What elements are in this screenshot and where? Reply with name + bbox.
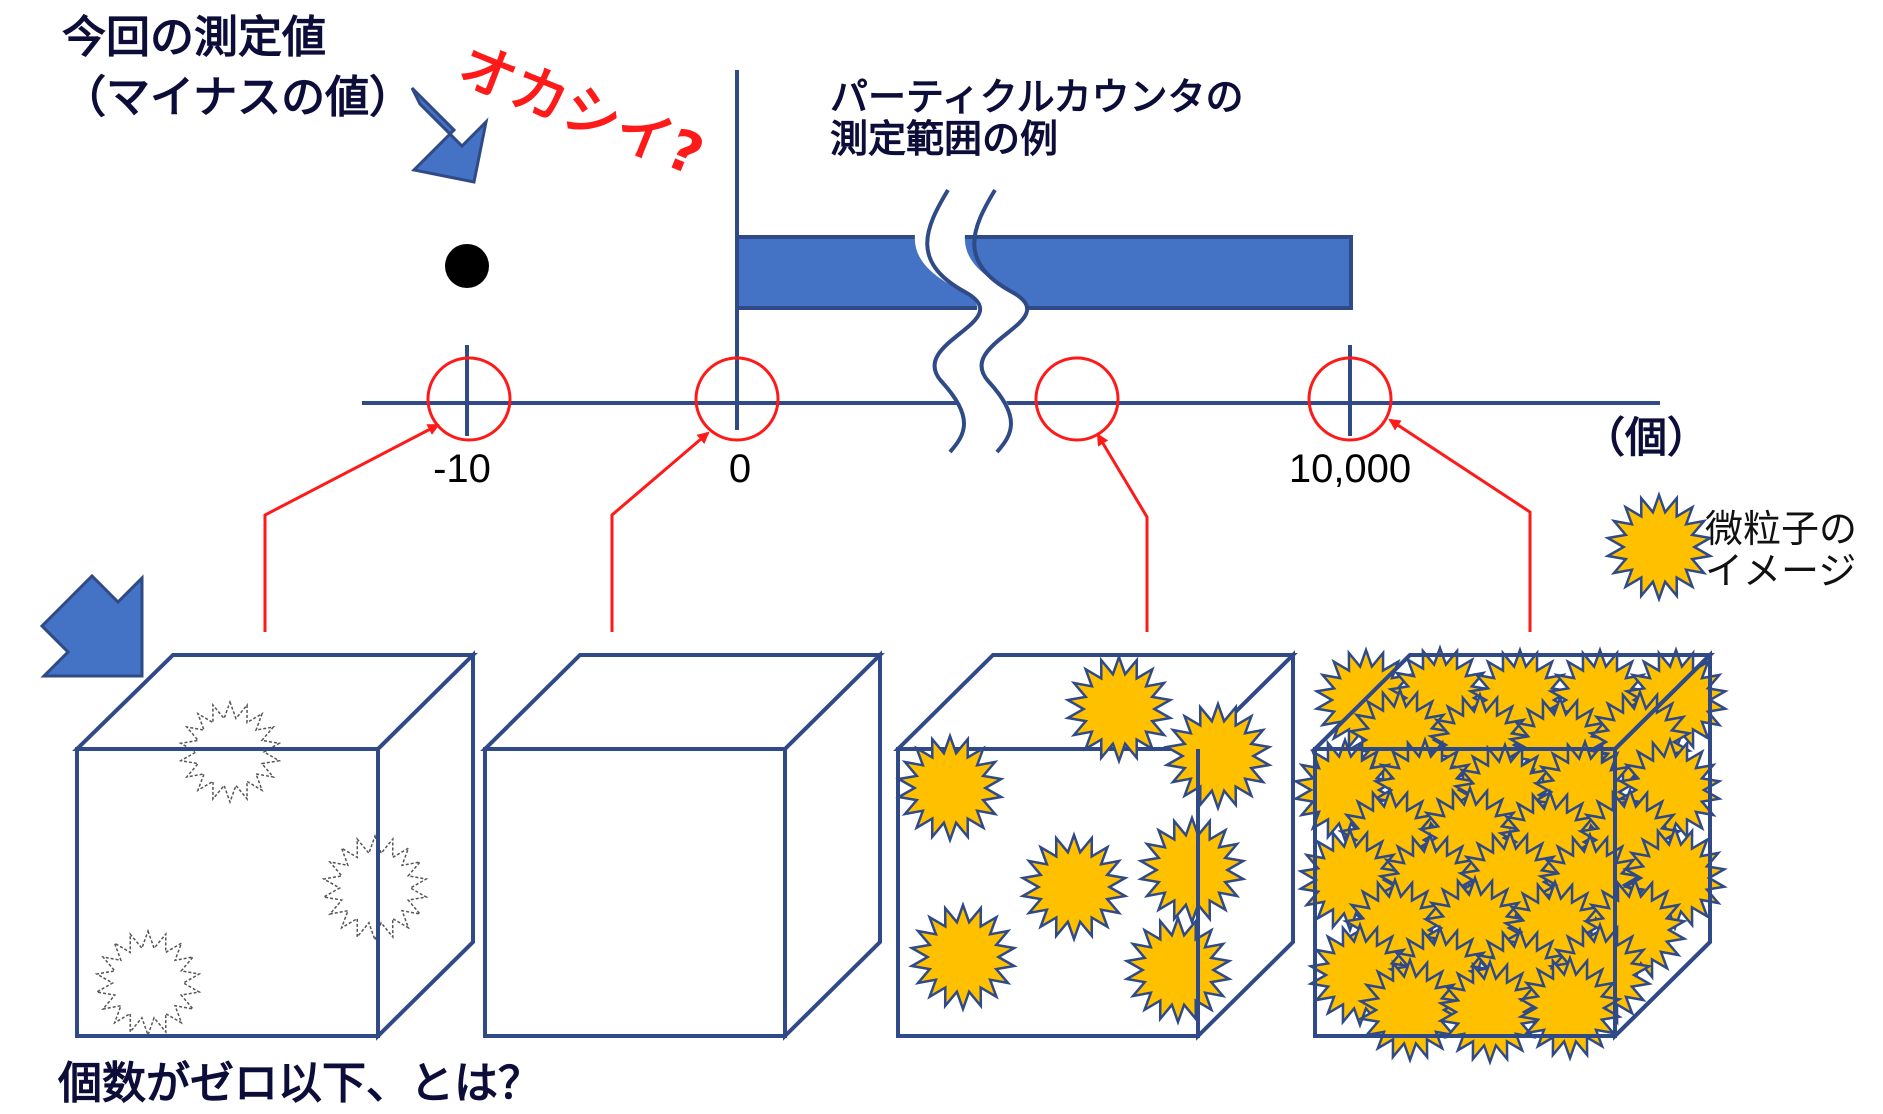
pointer-arrow-icon	[410, 86, 489, 184]
particle-icon	[1019, 831, 1129, 943]
legend-line-1: 微粒子の	[1705, 507, 1857, 551]
highlight-circle-minus-10	[426, 356, 512, 442]
highlight-circle-10000	[1307, 356, 1393, 442]
axis-unit-label: （個）	[1583, 413, 1709, 462]
cube-negative	[72, 650, 478, 1041]
connector-arrow-2	[610, 431, 710, 632]
tick-label-zero: 0	[729, 447, 751, 491]
cube-some-particles	[893, 650, 1298, 1041]
legend-line-2: イメージ	[1705, 549, 1856, 593]
range-label-line-1: パーティクルカウンタの	[830, 75, 1243, 119]
particle-legend-icon	[1604, 491, 1714, 603]
connector-arrow-3	[1096, 433, 1149, 632]
ghost-particle-icon	[94, 928, 202, 1038]
measured-value-dot	[445, 244, 489, 288]
particle-icon	[1163, 700, 1273, 812]
axis-break-line-right	[972, 188, 1030, 454]
highlight-circle-mid	[1034, 356, 1120, 442]
handwritten-note: オカシイ?	[450, 33, 712, 189]
title-line-1: 今回の測定値	[62, 12, 326, 63]
particle-icon	[1123, 914, 1233, 1026]
ghost-particle-icon	[178, 699, 282, 805]
cube-zero	[480, 650, 885, 1041]
cube-pointer-arrow-icon	[39, 573, 144, 678]
particle-icon	[1064, 653, 1174, 765]
title-line-2: （マイナスの値）	[62, 72, 413, 123]
particle-icon	[908, 901, 1018, 1013]
particle-icon	[895, 732, 1005, 844]
particle-icon	[1137, 814, 1247, 926]
highlight-circle-zero	[694, 356, 780, 442]
range-label-line-2: 測定範囲の例	[830, 117, 1058, 161]
tick-label-10000: 10,000	[1289, 447, 1411, 491]
connector-arrow-1	[263, 423, 440, 632]
axis-break-line-left	[925, 188, 983, 454]
bottom-caption: 個数がゼロ以下、とは？	[57, 1058, 542, 1109]
tick-label-minus-10: -10	[433, 447, 491, 491]
connector-arrow-4	[1388, 418, 1532, 632]
cube-full-particles	[1292, 644, 1729, 1066]
measurement-range-bar	[735, 235, 1353, 310]
ghost-particle-icon	[321, 833, 429, 943]
